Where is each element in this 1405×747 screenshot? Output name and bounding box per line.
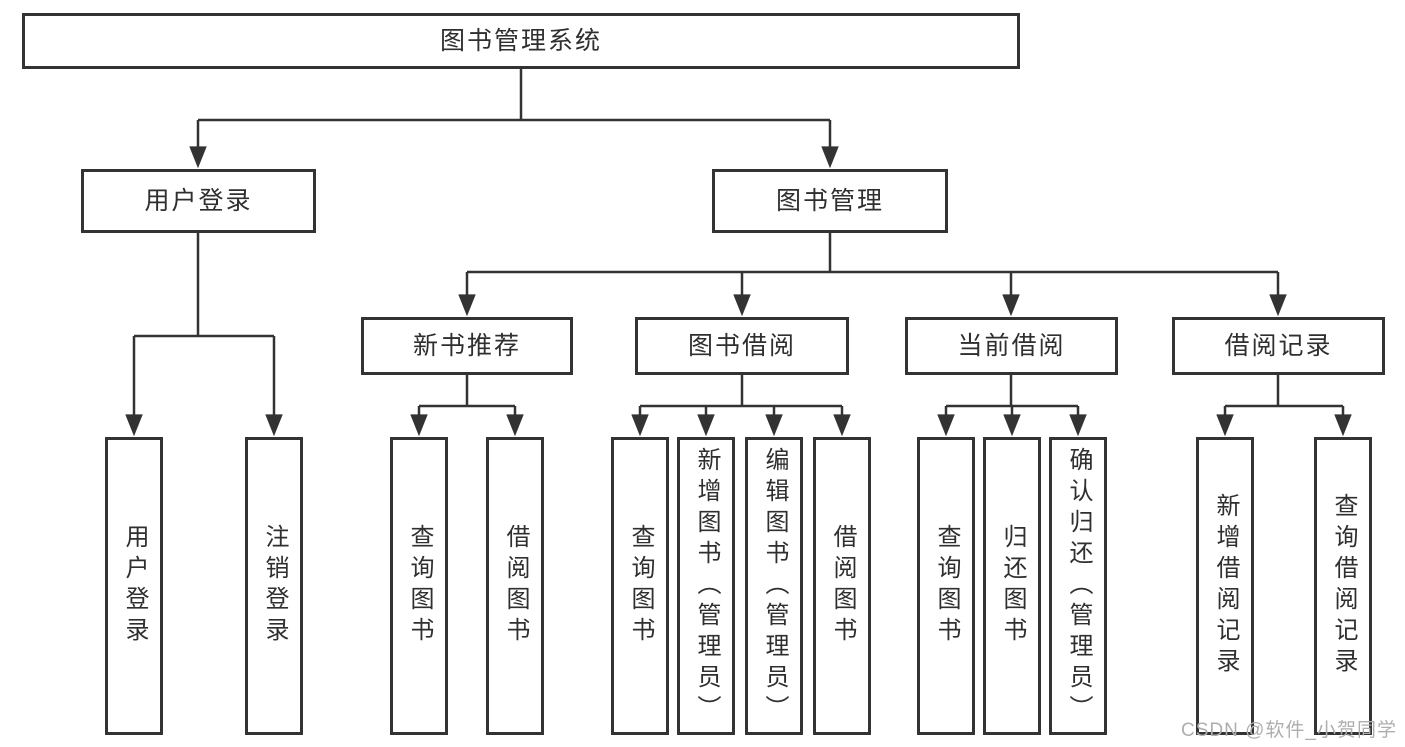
node-return-books: 归还图书 xyxy=(983,437,1041,735)
node-label: 归还图书 xyxy=(999,524,1026,648)
node-user-login: 用户登录 xyxy=(81,169,316,233)
node-query-books-current: 查询图书 xyxy=(917,437,975,735)
node-label: 借阅图书 xyxy=(502,524,529,648)
node-label: 用户登录 xyxy=(121,524,148,648)
node-query-books-borrow: 查询图书 xyxy=(611,437,669,735)
node-label: 新书推荐 xyxy=(412,331,521,360)
node-label: 新增借阅记录 xyxy=(1212,493,1239,679)
node-query-books-recommend: 查询图书 xyxy=(390,437,448,735)
node-library-management-system: 图书管理系统 xyxy=(22,13,1020,69)
node-label: 编辑图书（管理员） xyxy=(761,446,788,726)
node-label: 当前借阅 xyxy=(957,331,1066,360)
node-borrow-books: 借阅图书 xyxy=(813,437,871,735)
node-label: 新增图书（管理员） xyxy=(693,446,720,726)
node-label: 查询借阅记录 xyxy=(1330,493,1357,679)
node-confirm-return-admin: 确认归还（管理员） xyxy=(1049,437,1107,735)
node-label: 查询图书 xyxy=(933,524,960,648)
node-add-books-admin: 新增图书（管理员） xyxy=(677,437,735,735)
node-label: 图书管理 xyxy=(775,186,884,215)
node-book-management: 图书管理 xyxy=(712,169,948,233)
node-new-book-recommend: 新书推荐 xyxy=(361,317,573,375)
node-logout: 注销登录 xyxy=(245,437,303,735)
node-label: 查询图书 xyxy=(406,524,433,648)
node-current-borrow: 当前借阅 xyxy=(905,317,1118,375)
node-query-borrow-record: 查询借阅记录 xyxy=(1314,437,1372,735)
node-label: 用户登录 xyxy=(144,186,253,215)
node-edit-books-admin: 编辑图书（管理员） xyxy=(745,437,803,735)
node-label: 查询图书 xyxy=(627,524,654,648)
node-book-borrow: 图书借阅 xyxy=(635,317,849,375)
node-label: 确认归还（管理员） xyxy=(1065,446,1092,726)
node-label: 图书借阅 xyxy=(687,331,796,360)
node-user-login-leaf: 用户登录 xyxy=(105,437,163,735)
node-add-borrow-record: 新增借阅记录 xyxy=(1196,437,1254,735)
csdn-watermark: CSDN @软件_小贺同学 xyxy=(1181,720,1397,741)
node-label: 图书管理系统 xyxy=(439,26,602,55)
node-borrow-books-recommend: 借阅图书 xyxy=(486,437,544,735)
node-label: 借阅图书 xyxy=(829,524,856,648)
node-label: 借阅记录 xyxy=(1224,331,1333,360)
node-borrow-records: 借阅记录 xyxy=(1172,317,1385,375)
node-label: 注销登录 xyxy=(261,524,288,648)
